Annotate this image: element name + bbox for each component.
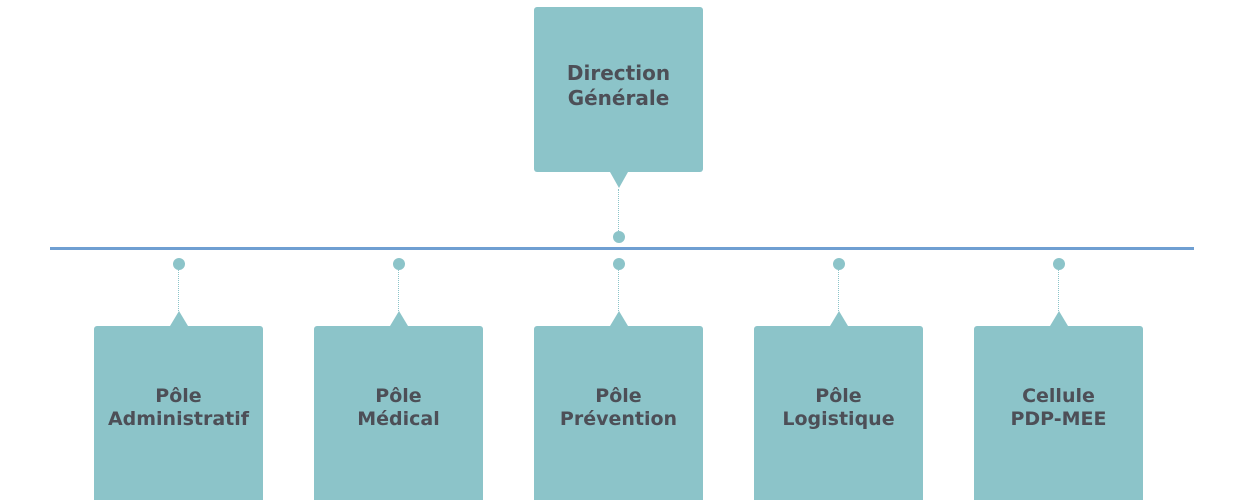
root-connector-dot — [613, 231, 625, 243]
node-cellule-pdp-mee: Cellule PDP-MEE — [974, 311, 1143, 500]
node-label-line: Pôle — [815, 385, 862, 407]
node-direction-generale: Direction Générale — [534, 7, 703, 188]
child-connector-dot — [833, 258, 845, 270]
node-label-line: Médical — [357, 408, 440, 430]
node-label: Direction Générale — [567, 61, 670, 111]
node-label-line: Logistique — [782, 408, 895, 430]
child-connector-dot — [1053, 258, 1065, 270]
root-connector — [618, 189, 619, 231]
child-connector — [178, 270, 179, 311]
node-label-line: Pôle — [595, 385, 642, 407]
node-label: Pôle Administratif — [108, 385, 249, 431]
child-connector-dot — [613, 258, 625, 270]
connector-bus-line — [50, 247, 1194, 250]
node-pole-logistique: Pôle Logistique — [754, 311, 923, 500]
child-connector — [398, 270, 399, 311]
node-label-line: Direction — [566, 61, 671, 85]
node-label: Pôle Logistique — [782, 385, 894, 431]
node-label-line: Administratif — [107, 408, 250, 430]
node-label-line: Pôle — [375, 385, 422, 407]
child-connector-dot — [173, 258, 185, 270]
node-label-line: Générale — [567, 86, 670, 110]
child-connector — [838, 270, 839, 311]
node-pole-medical: Pôle Médical — [314, 311, 483, 500]
node-pole-prevention: Pôle Prévention — [534, 311, 703, 500]
node-label: Cellule PDP-MEE — [1010, 385, 1106, 431]
node-label: Pôle Prévention — [560, 385, 677, 431]
node-label: Pôle Médical — [357, 385, 440, 431]
child-connector — [1058, 270, 1059, 311]
child-connector-dot — [393, 258, 405, 270]
node-label-line: PDP-MEE — [1010, 408, 1107, 430]
node-label-line: Pôle — [155, 385, 202, 407]
node-label-line: Cellule — [1022, 385, 1095, 407]
child-connector — [618, 270, 619, 311]
node-pole-administratif: Pôle Administratif — [94, 311, 263, 500]
node-label-line: Prévention — [559, 408, 678, 430]
